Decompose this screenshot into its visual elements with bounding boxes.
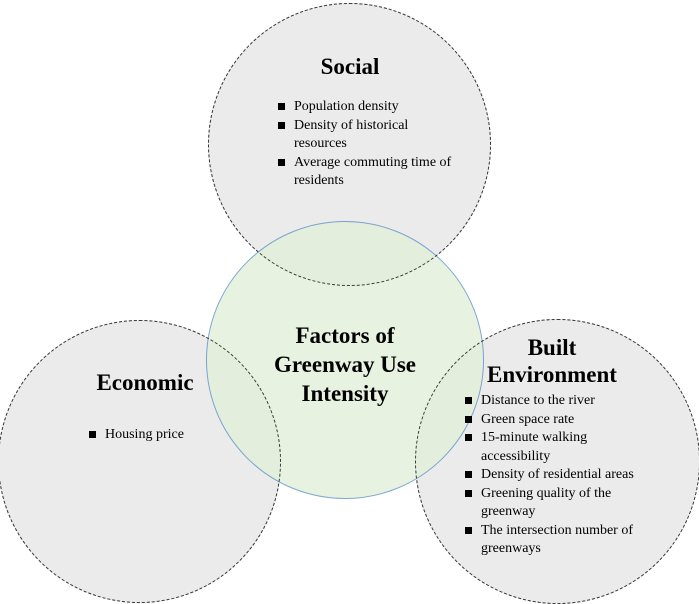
square-bullet-icon bbox=[278, 158, 285, 166]
social-item-1: Population density bbox=[294, 99, 399, 114]
economic-factor-list: Housing price bbox=[89, 426, 239, 445]
square-bullet-icon bbox=[89, 431, 96, 438]
social-item-3: Average commuting time of residents bbox=[294, 154, 452, 189]
economic-circle-outline bbox=[0, 320, 281, 603]
built-environment-heading: Built Environment bbox=[462, 334, 642, 388]
square-bullet-icon bbox=[465, 471, 472, 478]
center-title: Factors of Greenway Use Intensity bbox=[240, 321, 450, 408]
built-item-6: The intersection number of greenways bbox=[481, 522, 634, 557]
built-item-2: Green space rate bbox=[481, 411, 575, 427]
list-item: Green space rate bbox=[465, 411, 651, 430]
list-item: Housing price bbox=[89, 426, 239, 445]
square-bullet-icon bbox=[278, 121, 285, 129]
built-environment-factor-list: Distance to the river Green space rate 1… bbox=[465, 392, 651, 559]
economic-item-1: Housing price bbox=[105, 427, 184, 442]
social-heading: Social bbox=[320, 54, 380, 79]
built-item-3: 15-minute walking accessibility bbox=[481, 430, 588, 464]
list-item: Average commuting time of residents bbox=[278, 154, 458, 191]
square-bullet-icon bbox=[465, 415, 472, 423]
built-heading-line-1: Built bbox=[527, 335, 577, 360]
social-item-2: Density of historical resources bbox=[294, 117, 409, 152]
square-bullet-icon bbox=[465, 434, 472, 441]
center-title-line-3: Intensity bbox=[301, 381, 389, 406]
square-bullet-icon bbox=[465, 397, 472, 404]
built-item-4: Density of residential areas bbox=[481, 467, 634, 482]
square-bullet-icon bbox=[465, 526, 472, 534]
built-heading-line-2: Environment bbox=[487, 362, 617, 387]
economic-heading: Economic bbox=[96, 370, 194, 395]
social-circle-outline bbox=[208, 3, 491, 286]
center-title-line-2: Greenway Use bbox=[273, 352, 417, 377]
built-item-5: Greening quality of the greenway bbox=[481, 485, 612, 520]
list-item: Distance to the river bbox=[465, 392, 651, 411]
built-item-1: Distance to the river bbox=[481, 393, 595, 408]
social-factor-list: Population density Density of historical… bbox=[278, 98, 458, 191]
list-item: Density of historical resources bbox=[278, 117, 458, 154]
center-title-line-1: Factors of bbox=[295, 323, 395, 348]
square-bullet-icon bbox=[278, 103, 285, 110]
square-bullet-icon bbox=[465, 489, 472, 497]
list-item: Density of residential areas bbox=[465, 466, 651, 485]
list-item: 15-minute walking accessibility bbox=[465, 429, 651, 466]
list-item: Greening quality of the greenway bbox=[465, 485, 651, 522]
list-item: The intersection number of greenways bbox=[465, 522, 651, 559]
list-item: Population density bbox=[278, 98, 458, 117]
